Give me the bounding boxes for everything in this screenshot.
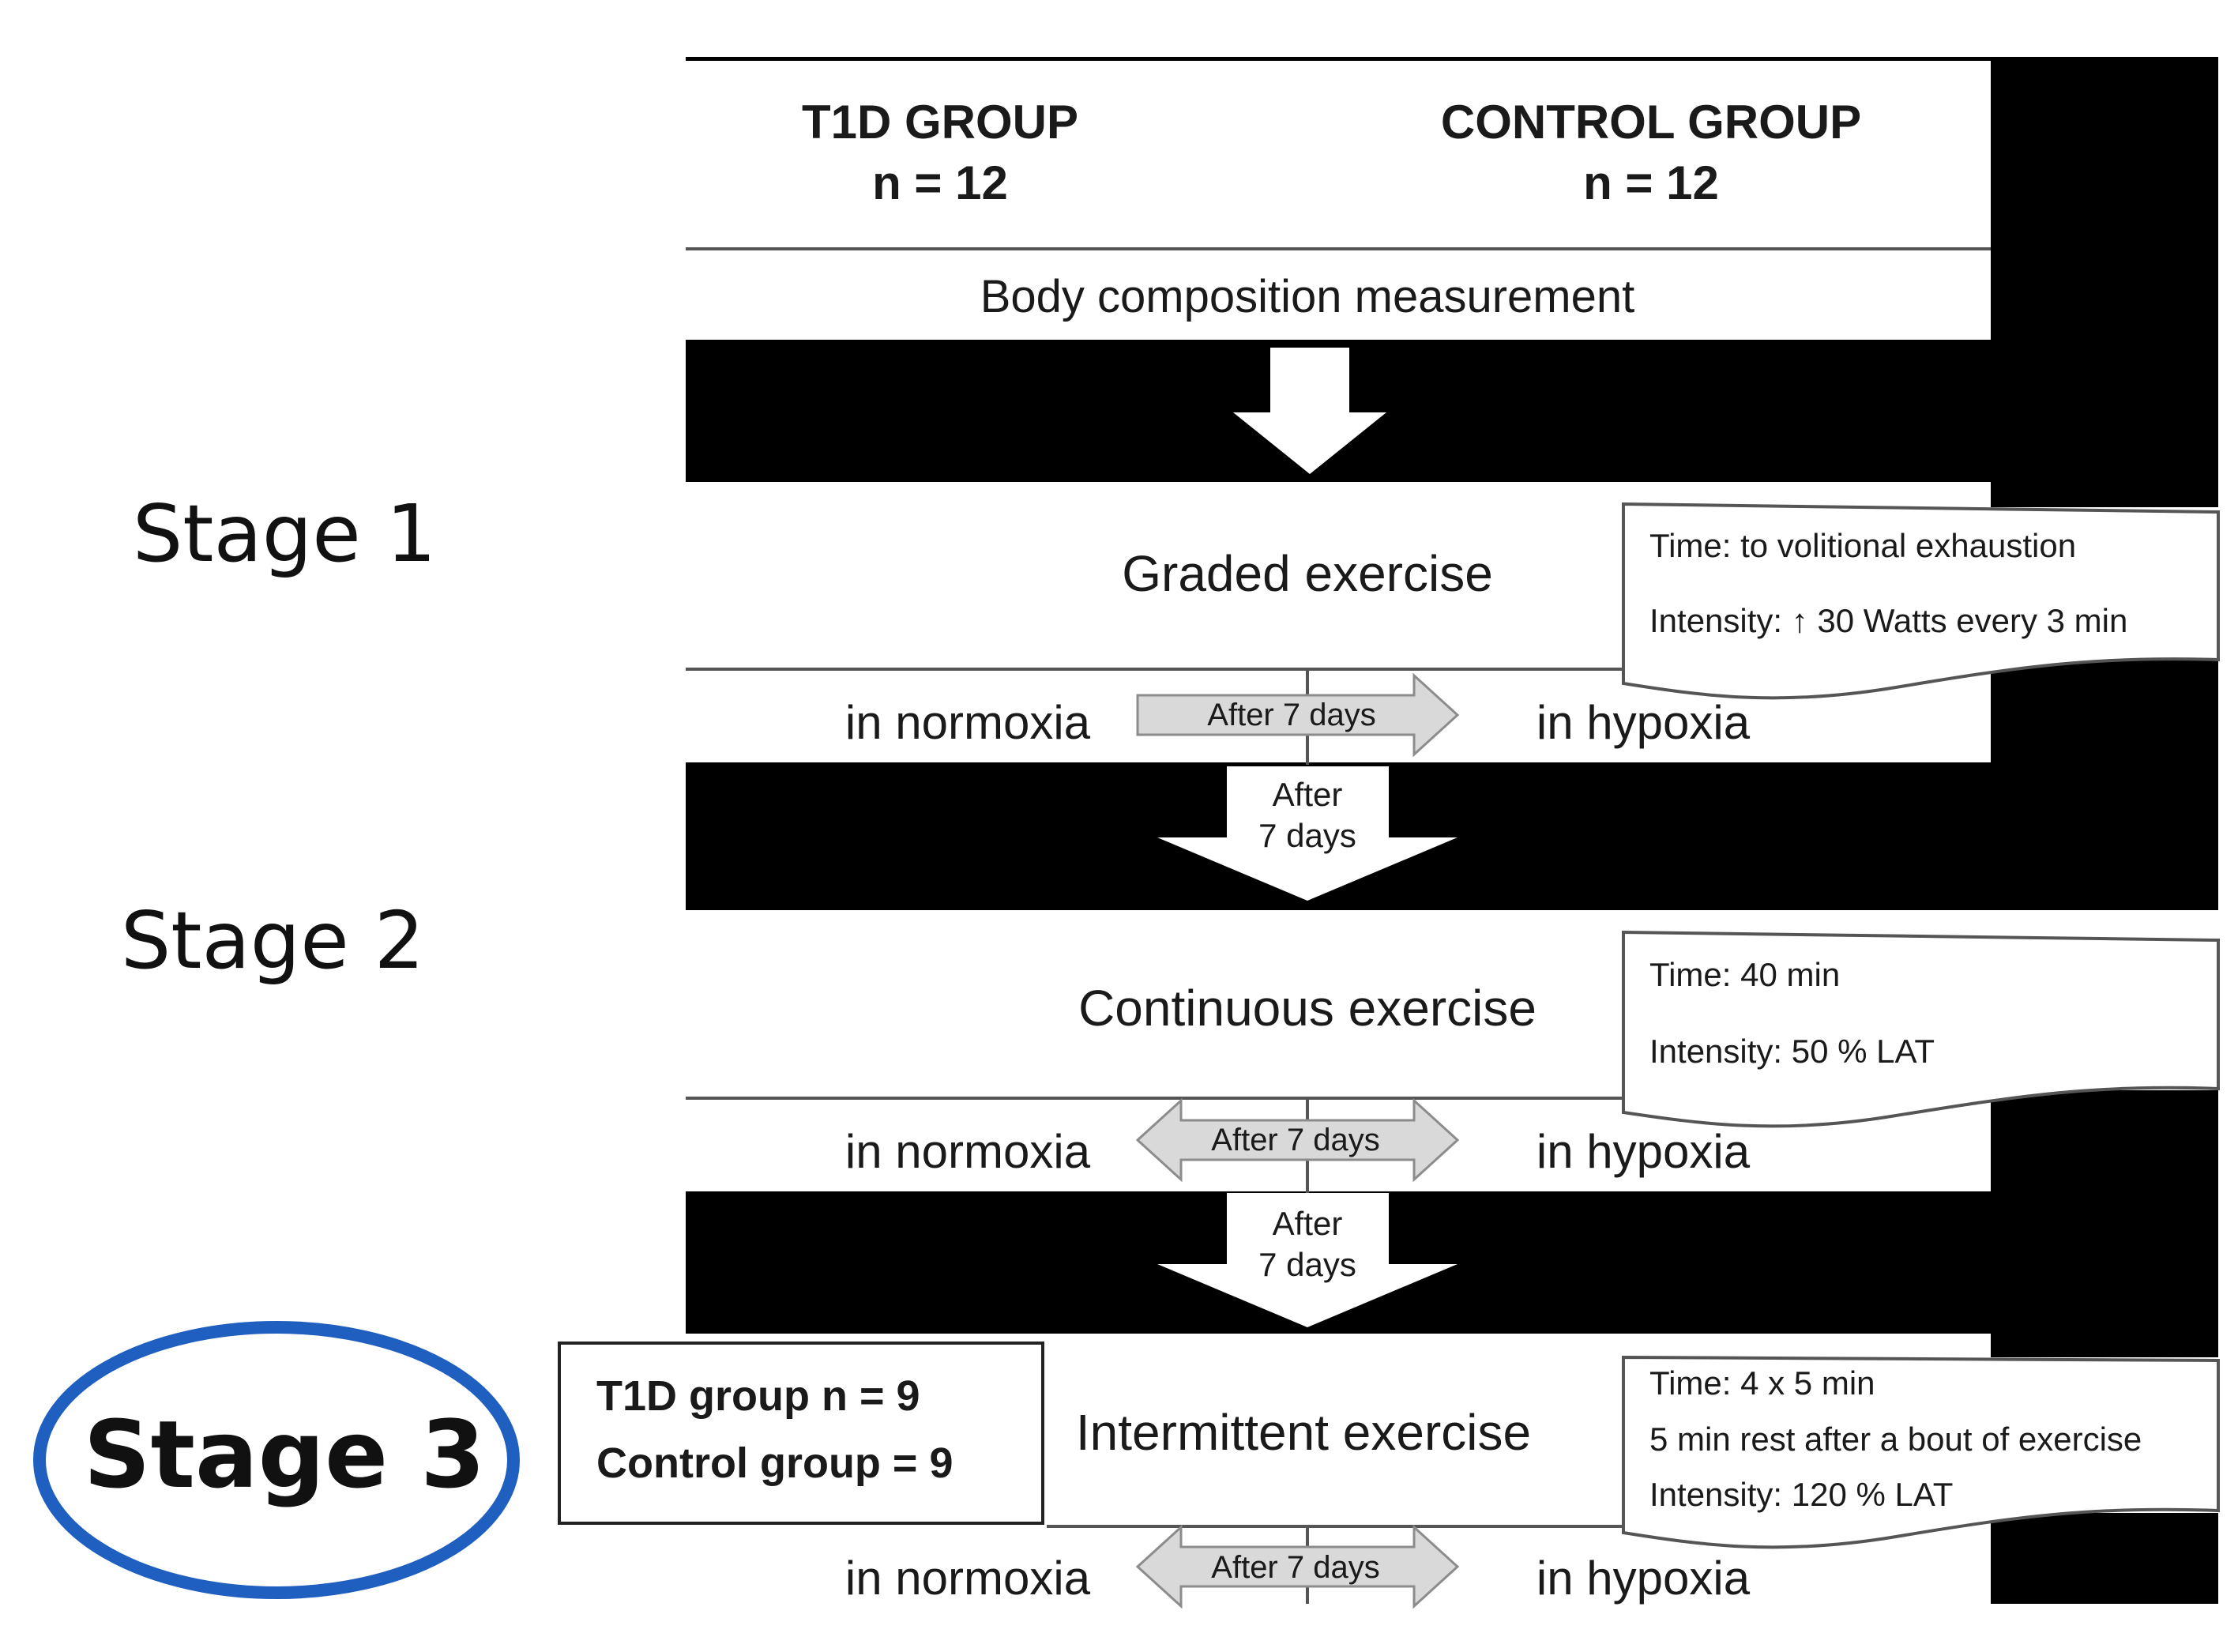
stage-3-interval: After 7 days: [1211, 1550, 1379, 1585]
right-band-stage2: [1991, 1090, 2218, 1357]
t1d-group-title: T1D GROUP: [802, 96, 1078, 149]
stage-3-detail-intensity: Intensity: 120 % LAT: [1649, 1476, 1953, 1513]
stage-3-label: Stage 3: [84, 1400, 486, 1509]
stage-2-note-box: [1622, 930, 2220, 1128]
stage-1-detail-time: Time: to volitional exhaustion: [1649, 527, 2076, 564]
transition-1-arrow-icon: [1157, 766, 1458, 901]
transition-1-line-1: After: [1273, 776, 1343, 813]
down-arrow-icon: [1233, 348, 1386, 474]
stage-3-exercise: Intermittent exercise: [1076, 1404, 1531, 1461]
stage-2-detail-intensity: Intensity: 50 % LAT: [1649, 1033, 1935, 1070]
control-group-title: CONTROL GROUP: [1441, 96, 1861, 149]
stage-3-hypoxia: in hypoxia: [1537, 1552, 1751, 1605]
right-band-top: [1991, 57, 2218, 507]
stage-3-normoxia: in normoxia: [845, 1552, 1091, 1605]
stage-1-detail-intensity: Intensity: ↑ 30 Watts every 3 min: [1649, 602, 2127, 639]
transition-1-line-2: 7 days: [1258, 817, 1356, 854]
stage-2-detail-time: Time: 40 min: [1649, 956, 1840, 993]
stage-1-label: Stage 1: [133, 487, 436, 580]
stage-1-interval: After 7 days: [1207, 698, 1375, 732]
top-border: [686, 57, 1991, 61]
stage-3-detail-rest: 5 min rest after a bout of exercise: [1649, 1421, 2142, 1458]
stage-3-subgroup-box: [558, 1342, 1044, 1525]
right-band-stage1: [1991, 660, 2218, 910]
stage-1: Stage 1 Graded exercise Time: to volitio…: [133, 487, 2220, 758]
stage-2: Stage 2 Continuous exercise Time: 40 min…: [121, 894, 2220, 1183]
stage-1-exercise: Graded exercise: [1122, 545, 1493, 602]
control-group-n: n = 12: [1583, 156, 1719, 209]
stage-3-subgroup-t1d: T1D group n = 9: [596, 1372, 920, 1420]
transition-stage1-stage2: After 7 days: [1157, 766, 1458, 901]
transition-2-line-2: 7 days: [1258, 1246, 1356, 1283]
stage-2-label: Stage 2: [121, 894, 424, 987]
transition-stage2-stage3: After 7 days: [1157, 1193, 1458, 1327]
stage-2-double-arrow-icon: [1135, 1097, 1460, 1183]
right-band-stage3: [1991, 1513, 2218, 1604]
stage-3-ring: [33, 1321, 520, 1599]
stage-2-normoxia: in normoxia: [845, 1125, 1091, 1178]
stage-3-note-box: [1622, 1355, 2220, 1549]
stage-3-detail-time: Time: 4 x 5 min: [1649, 1364, 1875, 1402]
body-composition-label: Body composition measurement: [980, 271, 1635, 322]
group-header: T1D GROUP n = 12 CONTROL GROUP n = 12: [802, 96, 1861, 209]
t1d-group-n: n = 12: [872, 156, 1008, 209]
transition-2-arrow-icon: [1157, 1193, 1458, 1327]
stage-3: Stage 3 T1D group n = 9 Control group = …: [33, 1321, 2220, 1609]
stage-2-hypoxia: in hypoxia: [1537, 1125, 1751, 1178]
stage-2-interval: After 7 days: [1211, 1123, 1379, 1157]
separator-lines: [686, 247, 1991, 1528]
stage-1-normoxia: in normoxia: [845, 696, 1091, 749]
stage-2-exercise: Continuous exercise: [1078, 980, 1537, 1037]
stage-1-hypoxia: in hypoxia: [1537, 696, 1751, 749]
stage-3-double-arrow-icon: [1135, 1524, 1460, 1609]
stage-1-right-arrow-icon: [1136, 672, 1460, 758]
stage-1-note-box: [1622, 502, 2220, 700]
transition-2-line-1: After: [1273, 1205, 1343, 1242]
stage-3-subgroup-control: Control group = 9: [596, 1439, 954, 1487]
